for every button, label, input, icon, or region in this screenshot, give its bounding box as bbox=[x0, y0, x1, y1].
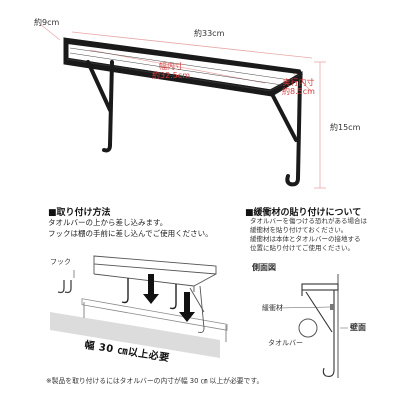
inner-depth-dimension: 奥行内寸 約8.5cm bbox=[282, 78, 315, 96]
towel-bar bbox=[81, 298, 228, 342]
cushion-line-2: 緩衝材を貼り付けておください。 bbox=[250, 226, 348, 234]
inner-width-dimension: 幅内寸 約32.5cm bbox=[152, 62, 190, 80]
towel-bar-circle bbox=[298, 318, 318, 338]
wall-label: 壁面 bbox=[350, 323, 366, 332]
hook-callout bbox=[57, 270, 75, 294]
inner-width-value: 約32.5cm bbox=[152, 71, 191, 80]
shelf-frame bbox=[63, 37, 303, 97]
product-drawing bbox=[39, 23, 326, 189]
dimension-lines bbox=[39, 23, 326, 189]
towel-bar-label: タオルバー bbox=[268, 339, 303, 347]
cushion-label: 緩衝材 bbox=[262, 304, 283, 312]
cushion-line-1: タオルバーを傷つける恐れがある場合は bbox=[250, 217, 367, 225]
width-band bbox=[50, 312, 220, 358]
left-bracket bbox=[86, 60, 114, 153]
footnote: ※製品を取り付けるにはタオルバーの内寸が幅 30 ㎝ 以上が必要です。 bbox=[46, 377, 264, 385]
cushion-instructions: タオルバーを傷つける恐れがある場合は 緩衝材を貼り付けておください。 緩衝材は本… bbox=[250, 217, 400, 253]
shelf-side-profile bbox=[301, 283, 339, 377]
cushion-pad bbox=[330, 304, 334, 310]
shelf-outline bbox=[93, 255, 217, 333]
cushion-line-3: 緩衝材は本体とタオルバーの接地する bbox=[250, 235, 361, 243]
width-dimension: 約33cm bbox=[194, 29, 225, 38]
inner-width-label: 幅内寸 bbox=[159, 62, 183, 71]
height-dimension: 約15cm bbox=[330, 123, 361, 132]
callout-lines bbox=[279, 306, 348, 329]
insert-arrows bbox=[143, 274, 195, 322]
hook-label: フック bbox=[50, 258, 71, 266]
install-diagram bbox=[50, 255, 228, 358]
cushion-line-4: 位置に貼り付けてご使用ください。 bbox=[250, 244, 354, 252]
install-line-2: フックは棚の手前に差し込んでご使用ください。 bbox=[48, 229, 213, 238]
install-line-1: タオルバーの上から差し込みます。 bbox=[48, 218, 168, 227]
side-view-label: 側面図 bbox=[252, 263, 276, 272]
inner-depth-value: 約8.5cm bbox=[282, 87, 315, 96]
depth-dimension: 約9cm bbox=[34, 18, 60, 27]
right-bracket bbox=[270, 76, 302, 187]
install-instructions: タオルバーの上から差し込みます。 フックは棚の手前に差し込んでご使用ください。 bbox=[48, 217, 238, 239]
shelf-floor bbox=[69, 47, 291, 86]
install-title: ■取り付け方法 bbox=[48, 208, 111, 218]
inner-depth-label: 奥行内寸 bbox=[282, 78, 315, 87]
hooks bbox=[121, 278, 177, 310]
cushion-title: ■緩衝材の貼り付けについて bbox=[245, 208, 362, 218]
side-view-diagram bbox=[279, 274, 348, 378]
